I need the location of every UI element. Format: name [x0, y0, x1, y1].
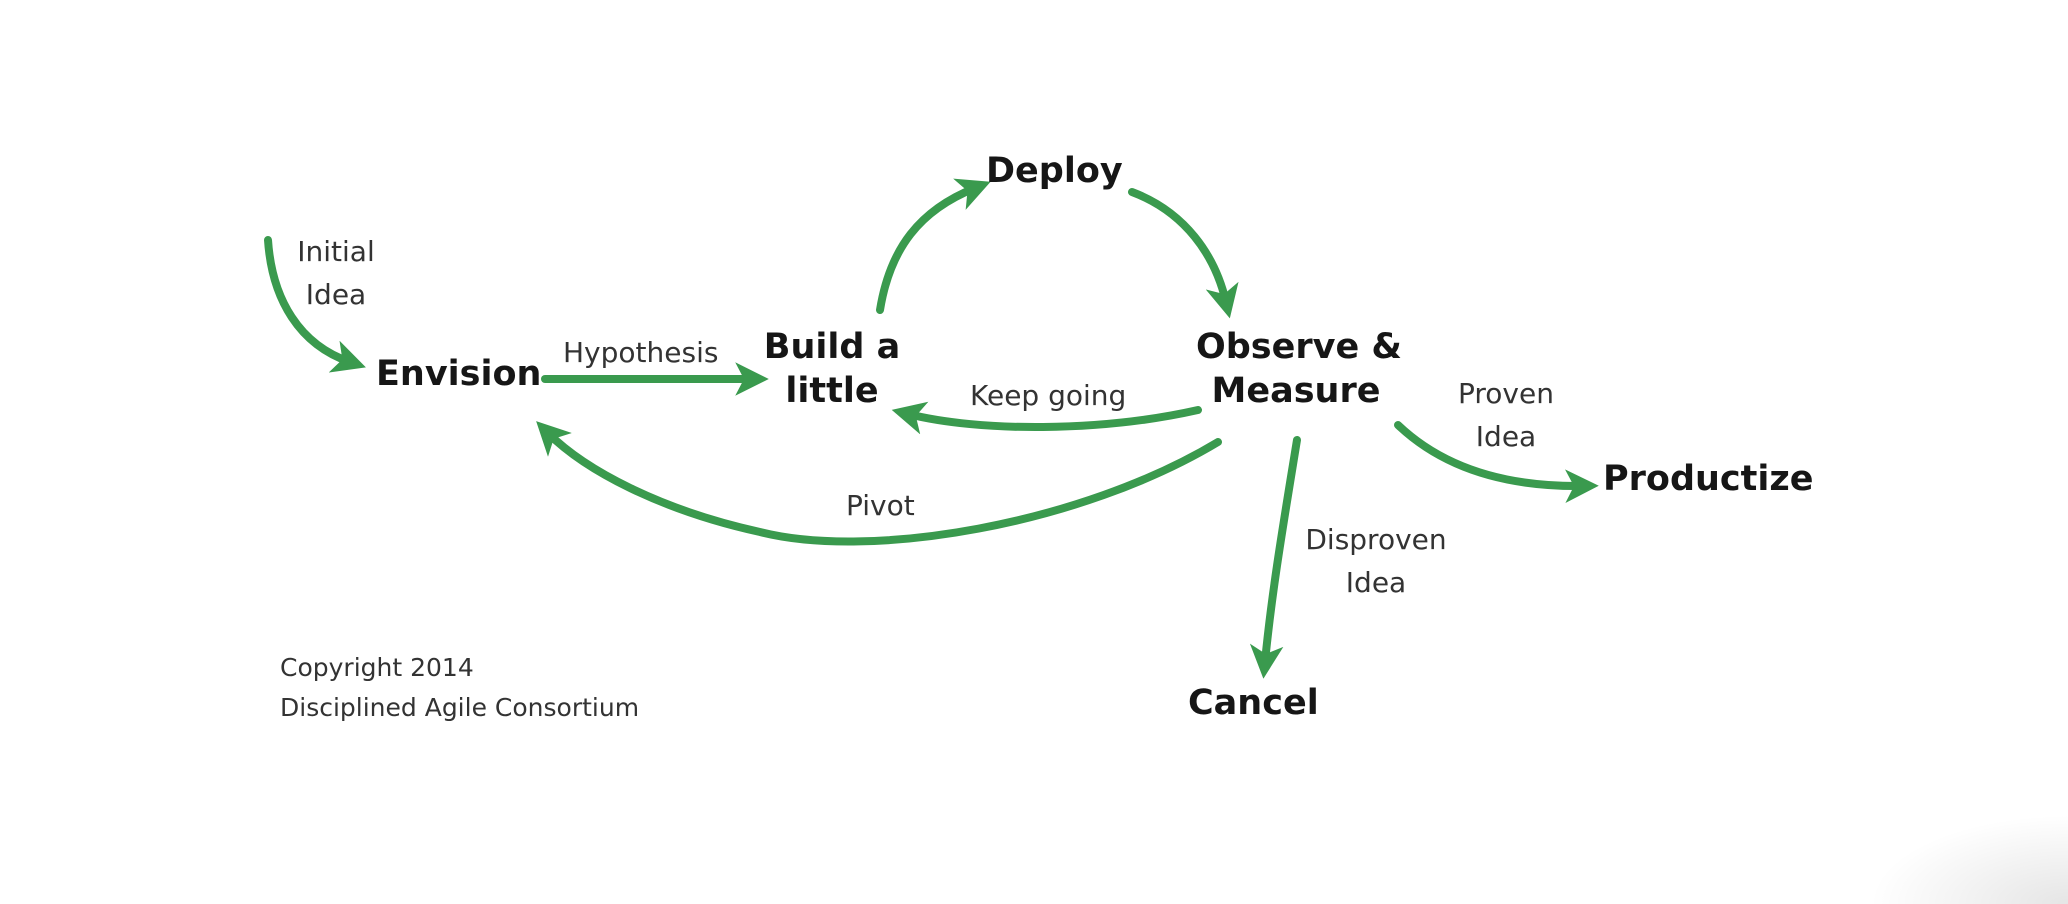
- arrow-deploy-to-observe: [1128, 188, 1239, 319]
- label-hypothesis: Hypothesis: [563, 336, 719, 369]
- arrow-observe-to-cancel: [1249, 436, 1301, 679]
- arrow-initial-to-envision: [264, 236, 366, 373]
- node-observe-line1: Observe &: [1196, 327, 1402, 367]
- arrow-observe-to-productize: [1394, 421, 1599, 503]
- node-build-line2: little: [785, 370, 879, 411]
- label-disproven-line1: Disproven: [1305, 523, 1447, 556]
- copyright-notice: Copyright 2014 Disciplined Agile Consort…: [280, 648, 639, 728]
- node-cancel: Cancel: [1188, 683, 1319, 723]
- arrow-observe-to-build: [891, 401, 1202, 435]
- label-proven-line2: Idea: [1475, 420, 1537, 454]
- label-pivot: Pivot: [846, 489, 915, 522]
- node-deploy: Deploy: [986, 151, 1123, 191]
- node-build-line1: Build a: [763, 327, 901, 367]
- arrow-observe-to-envision: [536, 421, 1222, 546]
- copyright-line1: Copyright 2014: [280, 653, 474, 682]
- node-productize: Productize: [1603, 459, 1814, 499]
- label-initial-line2: Idea: [305, 278, 367, 312]
- node-envision: Envision: [376, 354, 542, 394]
- arrow-build-to-deploy: [876, 178, 991, 314]
- label-proven-line1: Proven: [1458, 377, 1554, 410]
- node-observe-line2: Measure: [1211, 370, 1381, 411]
- copyright-line2: Disciplined Agile Consortium: [280, 693, 640, 722]
- node-build-a-little: Build a little: [762, 326, 902, 414]
- label-disproven-line2: Idea: [1345, 566, 1407, 600]
- label-initial-idea: Initial Idea: [286, 230, 386, 317]
- node-observe-measure: Observe & Measure: [1196, 326, 1402, 414]
- label-proven-idea: Proven Idea: [1446, 372, 1566, 459]
- label-disproven-idea: Disproven Idea: [1296, 518, 1456, 605]
- label-initial-line1: Initial: [297, 235, 375, 268]
- label-keep-going: Keep going: [970, 379, 1127, 412]
